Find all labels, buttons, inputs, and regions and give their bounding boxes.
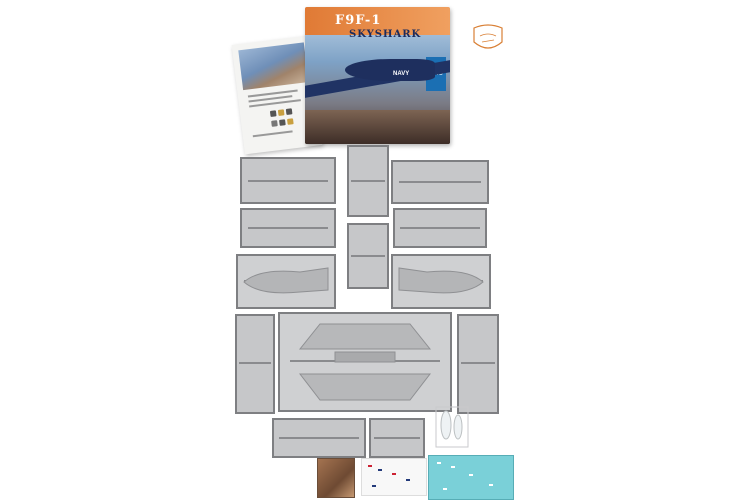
box-ground	[305, 110, 450, 144]
sprue-frame	[240, 208, 336, 248]
sprue-frame	[393, 208, 487, 248]
box-art: F9F-1 SKYSHARK 1:48 NAVY	[305, 7, 450, 144]
decal-mark	[406, 479, 410, 481]
aircraft-fuselage	[345, 59, 435, 81]
sprue-frame	[457, 314, 499, 414]
sprue-frame	[272, 418, 366, 458]
photo-etch-fret	[317, 458, 355, 498]
fuselage-half	[243, 267, 329, 294]
box-subtitle: SKYSHARK	[349, 29, 422, 40]
sprue-frame	[347, 145, 389, 217]
color-swatch	[277, 109, 285, 116]
clear-parts	[435, 406, 469, 448]
decal-mark	[378, 469, 382, 471]
sprue-frame	[369, 418, 425, 458]
decal-mark	[437, 462, 441, 464]
sprue-frame	[235, 314, 275, 414]
color-swatch	[286, 118, 294, 125]
decal-mark	[469, 474, 473, 476]
decal-mark	[372, 485, 376, 487]
sprue-frame	[347, 223, 389, 289]
decal-mark	[392, 473, 396, 475]
text-line	[252, 130, 293, 138]
decal-mark	[368, 465, 372, 467]
box-title-band	[305, 7, 450, 35]
decal-mark	[489, 484, 493, 486]
decal-mark	[451, 466, 455, 468]
instruction-photo	[238, 42, 309, 91]
sprue-frame	[391, 160, 489, 204]
color-swatch	[271, 120, 278, 127]
color-swatch	[285, 108, 293, 115]
color-swatch	[269, 110, 277, 117]
color-swatch	[279, 119, 286, 126]
decal-sheet-large	[428, 455, 514, 500]
fuselage-half	[398, 267, 484, 294]
decal-sheet-small	[361, 458, 427, 496]
brand-logo	[473, 24, 503, 49]
sprue-frame	[240, 157, 336, 204]
decal-mark	[443, 488, 447, 490]
wing-parts	[298, 323, 432, 401]
box-title: F9F-1	[335, 13, 382, 28]
fuselage-marking: NAVY	[393, 71, 410, 77]
